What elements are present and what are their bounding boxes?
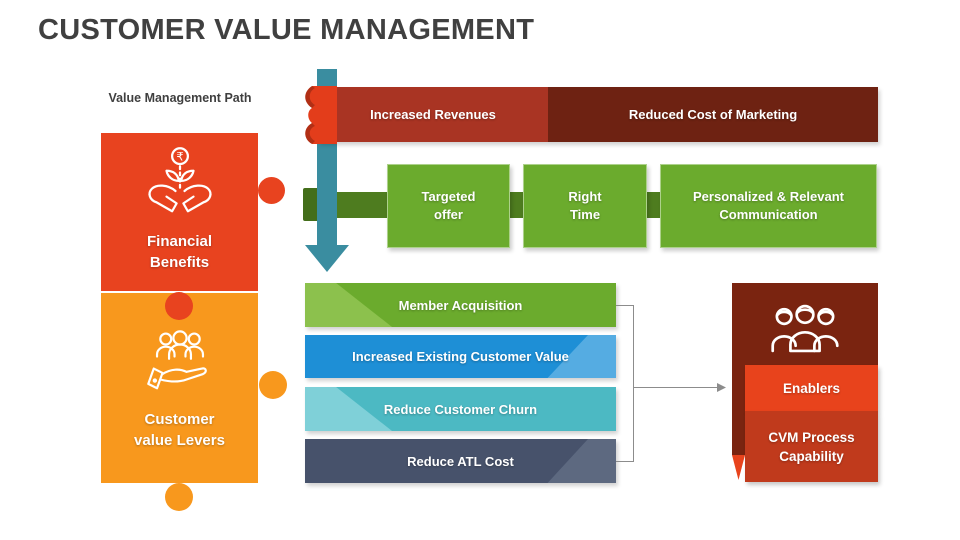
customer-value-levers-label: Customer value Levers bbox=[134, 411, 225, 449]
connector-arrowhead-icon bbox=[717, 383, 726, 392]
personalized-communication-box: Personalized & Relevant Communication bbox=[660, 164, 877, 248]
customer-value-levers-piece: Customer value Levers bbox=[101, 291, 258, 483]
connector-stub-bottom bbox=[616, 461, 634, 462]
red-piece-side-knob bbox=[258, 177, 285, 204]
targeted-offer-label: Targeted offer bbox=[421, 189, 476, 222]
reduce-customer-churn-label: Reduce Customer Churn bbox=[383, 401, 538, 417]
enablers-band: Enablers bbox=[745, 365, 878, 411]
cvm-process-capability-band: CVM Process Capability bbox=[745, 411, 878, 482]
cvm-process-capability-label: CVM Process Capability bbox=[768, 429, 855, 464]
right-time-label: Right Time bbox=[568, 189, 602, 222]
ribbon-fold-icon bbox=[305, 86, 337, 144]
down-arrow-head-icon bbox=[305, 245, 349, 272]
tactics-spine-ribbon-notch bbox=[303, 188, 321, 221]
hands-holding-growth-rupee-icon: ₹ bbox=[147, 147, 212, 213]
reduce-atl-cost-label: Reduce ATL Cost bbox=[407, 453, 514, 469]
reduced-cost-label: Reduced Cost of Marketing bbox=[628, 107, 798, 122]
member-acquisition-bar: Member Acquisition bbox=[305, 283, 616, 327]
team-icon bbox=[771, 304, 839, 353]
connector-arrow-line bbox=[633, 387, 718, 388]
right-time-box: Right Time bbox=[523, 164, 647, 248]
red-piece-bottom-knob bbox=[165, 292, 193, 320]
financial-benefits-bar: Increased Revenues Reduced Cost of Marke… bbox=[318, 87, 878, 142]
increased-revenues-segment: Increased Revenues bbox=[318, 87, 548, 142]
increased-existing-customer-value-bar: Increased Existing Customer Value bbox=[305, 335, 616, 378]
band-fold-icon bbox=[732, 455, 745, 480]
value-management-path-label: Value Management Path bbox=[108, 91, 252, 105]
personalized-communication-label: Personalized & Relevant Communication bbox=[693, 189, 844, 222]
financial-benefits-piece: ₹ Financial Benefits bbox=[101, 133, 258, 291]
increased-revenues-label: Increased Revenues bbox=[370, 107, 496, 122]
increased-existing-customer-value-label: Increased Existing Customer Value bbox=[352, 349, 569, 364]
page-title: CUSTOMER VALUE MANAGEMENT bbox=[38, 14, 535, 46]
connector-vertical bbox=[633, 305, 634, 462]
customers-on-hand-icon bbox=[146, 330, 207, 390]
financial-benefits-label: Financial Benefits bbox=[146, 233, 213, 271]
member-acquisition-label: Member Acquisition bbox=[398, 297, 523, 313]
connector-stub-top bbox=[616, 305, 634, 306]
reduce-atl-cost-bar: Reduce ATL Cost bbox=[305, 439, 616, 483]
reduced-cost-segment: Reduced Cost of Marketing bbox=[548, 87, 878, 142]
reduce-customer-churn-bar: Reduce Customer Churn bbox=[305, 387, 616, 431]
orange-piece-bottom-knob bbox=[165, 483, 193, 511]
orange-piece-side-knob bbox=[259, 371, 287, 399]
enablers-label: Enablers bbox=[782, 380, 841, 396]
svg-text:₹: ₹ bbox=[176, 152, 183, 164]
targeted-offer-box: Targeted offer bbox=[387, 164, 510, 248]
